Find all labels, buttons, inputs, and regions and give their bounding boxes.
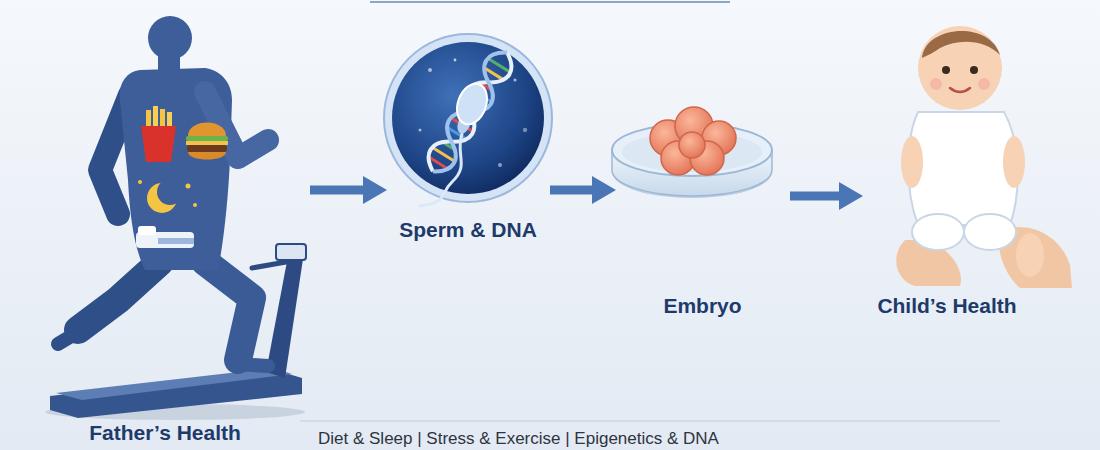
cheek <box>930 78 942 90</box>
embryo-dish-node: Embryo <box>615 50 790 318</box>
lettuce <box>186 136 228 141</box>
sperm-cell <box>420 79 492 206</box>
fries-box <box>141 126 176 162</box>
handrail <box>252 262 286 268</box>
circle-rim <box>384 34 552 202</box>
circle-core <box>392 42 544 194</box>
cheese <box>186 141 228 145</box>
treadmill-console <box>276 244 306 260</box>
baby-foot <box>1016 233 1044 277</box>
patty <box>187 145 227 152</box>
node-label: Child’s Health <box>877 294 1016 318</box>
front-leg <box>205 262 252 360</box>
sperm-circle-node: Sperm & DNA <box>386 30 550 242</box>
bottom-rule <box>300 421 1000 422</box>
bun-bottom <box>188 152 226 160</box>
baby-arm <box>901 136 923 188</box>
dna-helix <box>421 45 518 178</box>
pillow <box>138 226 156 235</box>
rear-foot <box>58 332 78 344</box>
runner-silhouette <box>58 16 268 366</box>
head <box>148 16 192 60</box>
sparkle <box>498 163 502 167</box>
rear-leg <box>78 262 160 330</box>
treadmill-belt <box>56 368 292 400</box>
star <box>138 180 142 184</box>
sperm-dna-circle <box>384 34 552 206</box>
footer-label: Diet & Sleep | Stress & Exercise | Epige… <box>318 429 719 448</box>
cheek <box>978 78 990 90</box>
petri-dish <box>612 107 772 198</box>
node-label: Embryo <box>663 294 741 318</box>
diaper-leg <box>964 214 1016 250</box>
child-node: Child’s Health <box>862 30 1032 318</box>
blanket <box>158 238 194 244</box>
bun-top <box>188 123 226 137</box>
father-figure-node: Father’s Health <box>20 15 310 445</box>
treadmill-post <box>266 256 303 378</box>
flow-arrow <box>550 186 593 195</box>
node-label: Sperm & DNA <box>399 218 537 242</box>
sleep-icon <box>138 179 197 213</box>
strand <box>421 45 518 178</box>
fries-icon <box>141 106 176 162</box>
diaper-leg <box>912 214 964 250</box>
moon-cut <box>157 179 183 205</box>
sparkle <box>513 78 516 81</box>
sparkle <box>419 129 422 132</box>
top-rule <box>370 1 730 3</box>
burger-icon <box>186 123 228 160</box>
rung <box>432 148 454 162</box>
baby-head <box>918 26 1002 110</box>
sparkle <box>454 59 457 62</box>
sperm-head <box>452 79 493 128</box>
baby <box>896 26 1072 288</box>
front-foot <box>236 364 268 366</box>
flow-arrow <box>790 192 840 201</box>
smile <box>950 88 970 92</box>
baby-hair <box>922 31 1000 58</box>
bed-icon <box>136 226 194 248</box>
dish-rim <box>612 124 772 176</box>
treadmill <box>45 244 306 420</box>
sparkle <box>523 128 527 132</box>
sperm-tail <box>420 134 462 206</box>
baby-arm <box>1003 136 1025 188</box>
eye <box>942 66 950 74</box>
cell <box>679 132 705 158</box>
sparkle <box>428 68 432 72</box>
star <box>186 184 191 189</box>
node-label: Father’s Health <box>89 421 241 445</box>
star <box>193 203 197 207</box>
eye <box>970 66 978 74</box>
rung <box>488 58 510 72</box>
strand <box>421 45 518 178</box>
flow-arrow <box>310 186 364 195</box>
embryo-cells <box>650 107 736 175</box>
onesie <box>908 112 1017 225</box>
